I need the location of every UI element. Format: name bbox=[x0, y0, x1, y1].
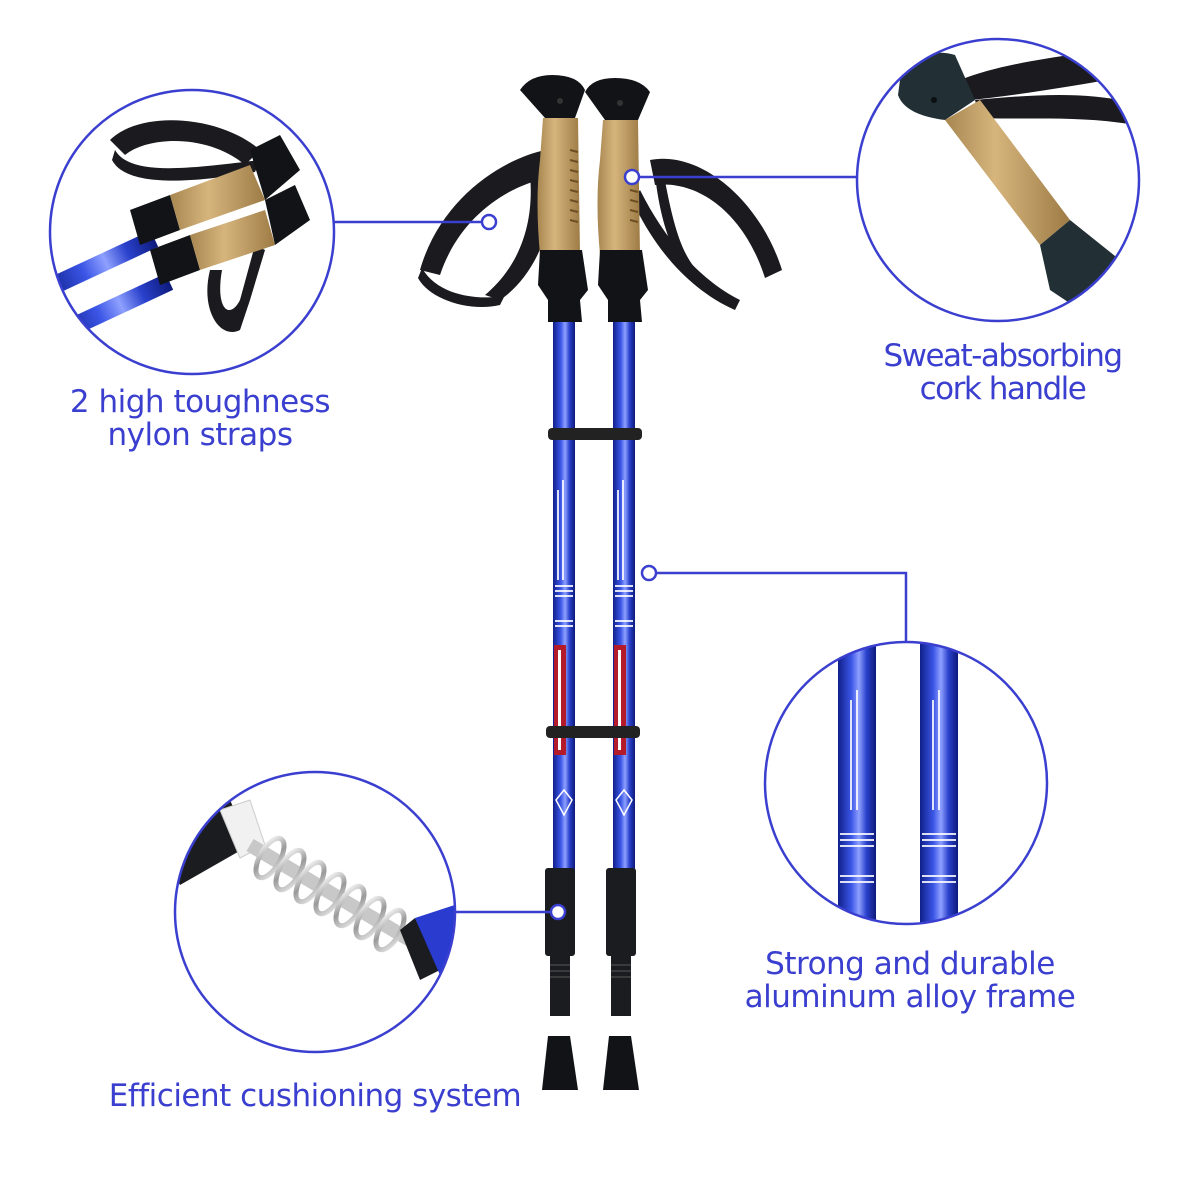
caption-line: Sweat-absorbing bbox=[883, 338, 1123, 374]
connector-endpoints bbox=[480, 168, 658, 921]
callout-connectors bbox=[334, 175, 908, 914]
caption-line: 2 high toughness bbox=[69, 384, 331, 420]
cork-handle-detail-circle bbox=[855, 37, 1141, 323]
spring-detail-circle bbox=[173, 770, 457, 1054]
caption-cushioning-system: Efficient cushioning system bbox=[100, 1080, 530, 1113]
caption-line: Efficient cushioning system bbox=[108, 1078, 522, 1114]
caption-line: nylon straps bbox=[107, 417, 293, 453]
aluminum-shaft-detail-circle bbox=[763, 640, 1049, 926]
trekking-poles bbox=[418, 75, 782, 1090]
caption-line: Strong and durable bbox=[765, 946, 1055, 982]
caption-line: aluminum alloy frame bbox=[744, 979, 1076, 1015]
strap-detail-circle bbox=[48, 88, 336, 376]
caption-cork-handle: Sweat-absorbing cork handle bbox=[860, 340, 1145, 406]
caption-nylon-straps: 2 high toughness nylon straps bbox=[40, 386, 360, 452]
caption-line: cork handle bbox=[919, 371, 1087, 407]
caption-aluminum-frame: Strong and durable aluminum alloy frame bbox=[730, 948, 1090, 1014]
